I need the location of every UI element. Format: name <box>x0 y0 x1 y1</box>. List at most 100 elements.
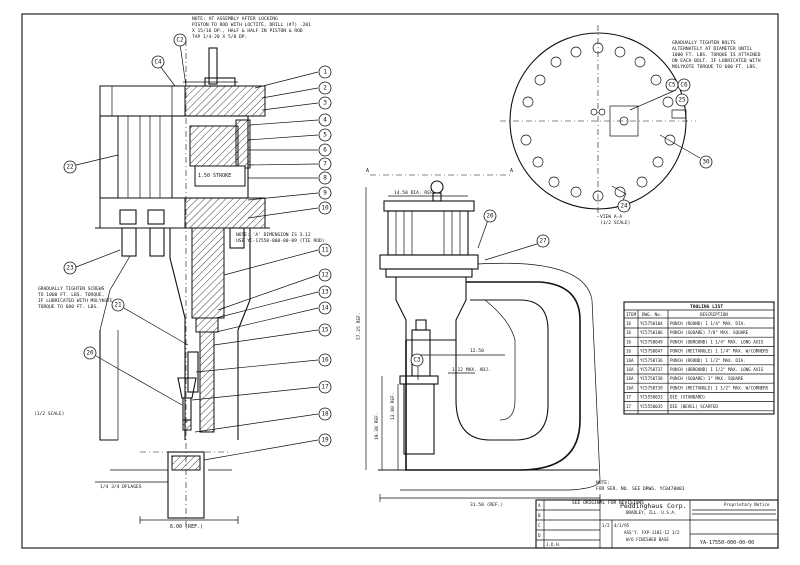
balloon-7: 7 <box>318 157 332 171</box>
svg-text:5: 5 <box>323 132 327 139</box>
svg-text:TO 1000 FT. LBS. TORQUE.: TO 1000 FT. LBS. TORQUE. <box>38 292 104 298</box>
svg-text:NOTE: AT ASSEMBLY AFTER LOCKIN: NOTE: AT ASSEMBLY AFTER LOCKING <box>192 16 278 22</box>
tooling-cell: 16A <box>626 376 634 381</box>
svg-text:12: 12 <box>321 272 329 279</box>
section-view-cylinder: 1.50 STROKE <box>95 40 270 530</box>
tooling-cell: PUNCH (SQUARE) 1" MAX. SQUARE <box>670 376 744 381</box>
svg-text:7: 7 <box>323 161 327 168</box>
balloon-3: 3 <box>318 96 332 110</box>
balloon-27: 26 <box>483 209 497 223</box>
tooling-cell: 16A <box>626 385 634 390</box>
svg-text:10: 10 <box>321 205 329 212</box>
svg-text:27: 27 <box>539 238 547 245</box>
svg-text:GRADUALLY TIGHTEN SCREWS: GRADUALLY TIGHTEN SCREWS <box>38 286 105 292</box>
balloon-25: 25 <box>675 93 689 107</box>
tooling-cell: 16 <box>626 321 632 326</box>
svg-text:ON EACH BOLT. IF LUBRICATED WI: ON EACH BOLT. IF LUBRICATED WITH <box>672 58 761 64</box>
note-a-dimension: NOTE: 'A' DIMENSION IS 3.12 USE YC-17550… <box>236 232 325 244</box>
tooling-header-desc: DESCRIPTION <box>700 312 728 317</box>
balloon-30: 30 <box>699 155 713 169</box>
rev-c: C <box>538 523 541 528</box>
view-aa-label: VIEW A-A <box>600 214 622 220</box>
svg-text:14: 14 <box>321 305 329 312</box>
balloon-22: 22 <box>63 160 77 174</box>
section-a-right: A <box>510 168 513 174</box>
balloon-17: 17 <box>318 380 332 394</box>
balloon-c5: C5 <box>665 78 679 92</box>
svg-text:C2: C2 <box>176 37 184 44</box>
view-aa-scale: (1/2 SCALE) <box>600 220 630 226</box>
svg-text:C5: C5 <box>668 82 676 89</box>
tb-location: BRADLEY, ILL. U.S.A. <box>626 510 676 515</box>
tb-date: 4/1/95 <box>614 523 630 528</box>
svg-text:X 15/16 DP., HALF & HALF IN PI: X 15/16 DP., HALF & HALF IN PISTON & ROD <box>192 28 303 34</box>
balloon-4: 4 <box>318 113 332 127</box>
tooling-cell: 16A <box>626 358 634 363</box>
tooling-cell: PUNCH (RECTANGLE) 1 1/2" MAX. W/CORNERS <box>670 385 769 390</box>
svg-text:TORQUE TO 600 FT. LBS.: TORQUE TO 600 FT. LBS. <box>38 304 99 310</box>
balloon-group-right: 1 2 3 4 5 6 7 8 9 10 11 12 13 14 15 16 1… <box>318 65 332 447</box>
note-top-left: NOTE: AT ASSEMBLY AFTER LOCKING PISTON T… <box>192 16 311 40</box>
stroke-label: 1.50 STROKE <box>198 173 231 179</box>
tooling-cell: PUNCH (OBROUND) 1 1/4" MAX. LONG AXIS <box>670 339 764 344</box>
balloon-5: 5 <box>318 128 332 142</box>
tb-proprietary: Proprietary Notice <box>724 502 770 507</box>
svg-text:MOLYKOTE TORQUE TO 600 FT. LBS: MOLYKOTE TORQUE TO 600 FT. LBS. <box>672 64 758 70</box>
svg-text:1: 1 <box>323 69 327 76</box>
svg-text:11: 11 <box>321 247 329 254</box>
tooling-cell: 16 <box>626 330 632 335</box>
svg-text:PISTON TO ROD WITH LOCTITE, DR: PISTON TO ROD WITH LOCTITE, DRILL (#7) .… <box>192 22 311 28</box>
balloon-26: 27 <box>536 234 550 248</box>
tooling-cell: PUNCH (OBROUND) 1 1/2" MAX. LONG AXIS <box>670 367 764 372</box>
balloon-group-middle: 26 27 C3 <box>410 209 550 380</box>
rev-d: D <box>538 533 541 538</box>
balloon-13: 13 <box>318 285 332 299</box>
svg-text:2: 2 <box>323 85 327 92</box>
tooling-cell: 16 <box>626 339 632 344</box>
svg-text:26: 26 <box>486 213 494 220</box>
balloon-6: 6 <box>318 143 332 157</box>
tooling-cell: YC5750049 <box>640 339 663 344</box>
sheet-border <box>21 13 779 549</box>
svg-text:IF LUBRICATED WITH MOLYKOTE: IF LUBRICATED WITH MOLYKOTE <box>38 298 113 304</box>
tooling-cell: YC5750738 <box>640 376 663 381</box>
tooling-cell: PUNCH (RECTANGLE) 1 1/4" MAX. W/CORNERS <box>670 349 769 354</box>
balloon-24: 24 <box>617 199 631 213</box>
balloon-18: 18 <box>318 407 332 421</box>
svg-text:1000 FT. LBS. TORQUE IS ATTAIN: 1000 FT. LBS. TORQUE IS ATTAINED <box>672 52 761 58</box>
balloon-2: 2 <box>318 81 332 95</box>
tb-company: Peddinghaus Corp. <box>620 502 687 510</box>
balloon-20: 20 <box>83 346 97 360</box>
svg-text:25: 25 <box>678 97 686 104</box>
note-bottom: NOTE: FOR SER. NO. SEE DRWG. YC0470001 S… <box>572 480 685 506</box>
tooling-header-dwg: DWG. No. <box>642 312 662 317</box>
svg-text:21: 21 <box>114 302 122 309</box>
balloon-group-view: C5 C6 25 24 30 <box>617 78 713 213</box>
tooling-title: TOOLING LIST <box>690 304 723 310</box>
tooling-list-table: TOOLING LIST ITEM DWG. No. DESCRIPTION 1… <box>623 301 775 415</box>
base-width-dim: 6.00 (REF.) <box>170 524 203 530</box>
tooling-cell: 17 <box>626 404 632 409</box>
throat-depth-dim: 12.50 <box>470 348 484 354</box>
balloon-8: 8 <box>318 171 332 185</box>
svg-text:3: 3 <box>323 100 327 107</box>
balloon-21: 21 <box>111 298 125 312</box>
tooling-cell: DIE (BEVEL) SCARFED <box>670 404 718 409</box>
tooling-cell: DIE (STANDARD) <box>670 395 705 400</box>
svg-text:C4: C4 <box>154 59 162 66</box>
tooling-cell: YC5750739 <box>640 385 663 390</box>
tooling-cell: YC5550033 <box>640 395 663 400</box>
svg-text:NOTE: 'A' DIMENSION IS 3.12: NOTE: 'A' DIMENSION IS 3.12 <box>236 232 311 238</box>
balloon-9: 9 <box>318 186 332 200</box>
tb-scale: 1/2 <box>602 523 610 528</box>
section-a-left: A <box>366 168 369 174</box>
note-top-right: GRADUALLY TIGHTEN BOLTS ALTERNATELY AT D… <box>672 40 761 70</box>
leader-lines-right <box>191 71 319 461</box>
svg-text:17: 17 <box>321 384 329 391</box>
tooling-cell: YC5750106 <box>640 330 663 335</box>
left-scale-note: (1/2 SCALE) <box>34 411 64 417</box>
svg-text:18: 18 <box>321 411 329 418</box>
svg-text:23: 23 <box>66 265 74 272</box>
